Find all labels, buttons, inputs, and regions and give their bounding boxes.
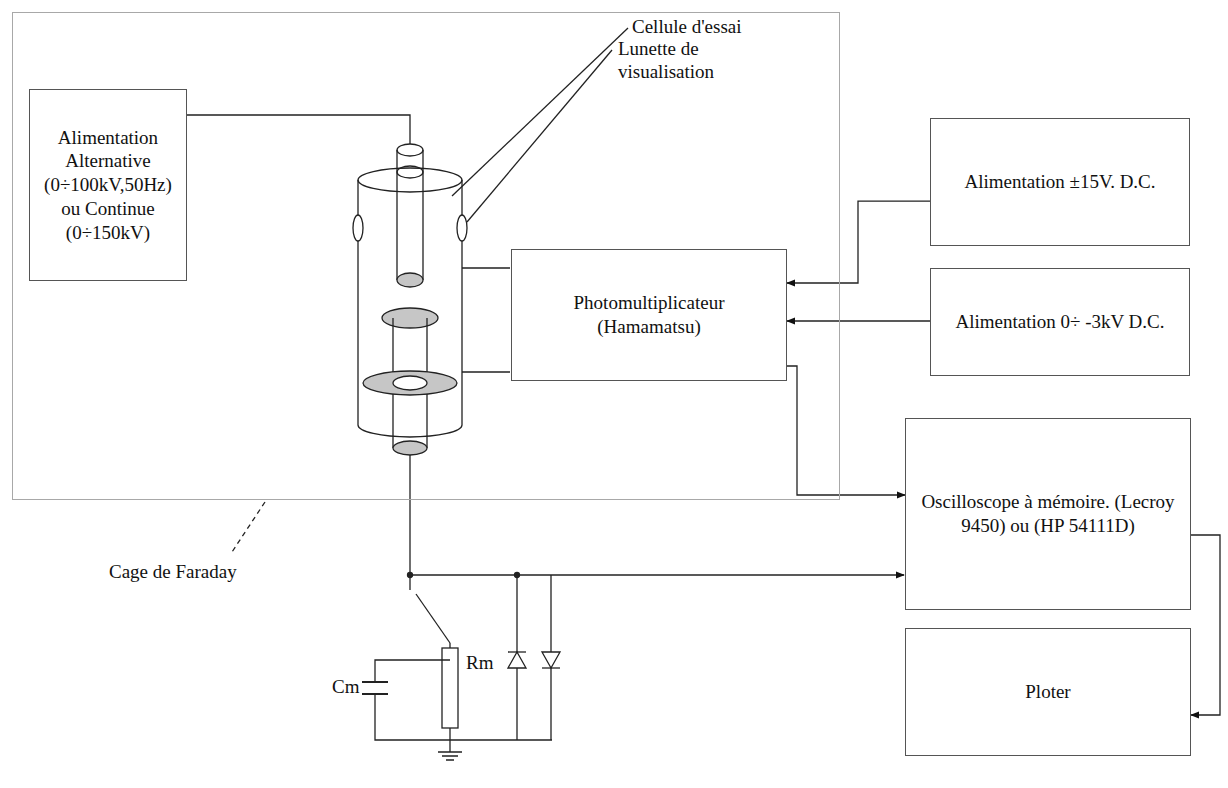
cage-label: Cage de Faraday xyxy=(109,561,237,584)
component-label: Rm xyxy=(466,652,493,675)
power-supply-box: Alimentation 0÷ -3kV D.C. xyxy=(930,268,1190,376)
photomultiplier-box: Photomultiplicateur (Hamamatsu) xyxy=(511,249,787,381)
leader-line xyxy=(467,50,612,222)
optic-link xyxy=(462,268,510,372)
leader-line xyxy=(232,502,265,552)
signal-arrow xyxy=(787,320,930,321)
box-text: Photomultiplicateur (Hamamatsu) xyxy=(522,291,776,339)
power-supply-box: Alimentation Alternative (0÷100kV,50Hz) … xyxy=(29,89,187,281)
component-label: Cm xyxy=(332,676,359,699)
box-text: Oscilloscope à mémoire. (Lecroy 9450) ou… xyxy=(916,490,1180,538)
box-text: Alimentation 0÷ -3kV D.C. xyxy=(955,310,1164,334)
hv-wire xyxy=(185,115,410,144)
box-text: Alimentation ±15V. D.C. xyxy=(964,170,1155,194)
oscilloscope-box: Oscilloscope à mémoire. (Lecroy 9450) ou… xyxy=(905,418,1191,610)
box-text: Alimentation Alternative (0÷100kV,50Hz) … xyxy=(40,126,176,245)
power-supply-box: Alimentation ±15V. D.C. xyxy=(930,118,1190,246)
callout-label: Lunette de visualisation xyxy=(618,38,768,84)
test-cell xyxy=(353,144,467,455)
callout-label: Cellule d'essai xyxy=(632,16,741,39)
plotter-box: Ploter xyxy=(905,628,1191,756)
faraday-cage: Cage de FaradayAlimentation Alternative … xyxy=(12,12,840,500)
signal-arrow xyxy=(787,201,930,283)
box-text: Ploter xyxy=(1025,680,1070,704)
signal-arrow xyxy=(1191,535,1220,715)
measurement-circuit xyxy=(362,455,904,760)
signal-arrow xyxy=(787,366,905,495)
leader-line xyxy=(452,28,628,196)
